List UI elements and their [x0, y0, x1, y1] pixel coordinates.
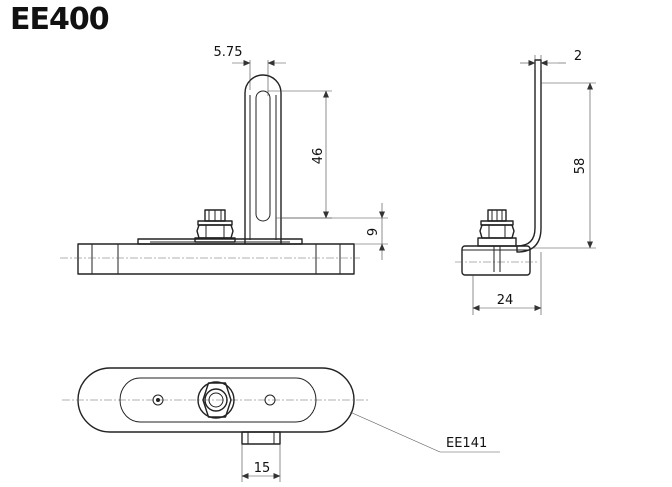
front-upright — [244, 74, 282, 244]
hole-right-icon — [264, 394, 276, 406]
dim-slot-offset: 5.75 — [214, 45, 243, 60]
top-plate — [119, 377, 317, 423]
front-base — [77, 243, 355, 275]
front-view: 5.75 46 9 — [60, 45, 388, 275]
side-nut-icon — [477, 209, 517, 272]
top-view: 15 EE141 — [62, 367, 500, 482]
front-nut-icon — [194, 209, 236, 243]
dim-base-height: 9 — [366, 228, 381, 236]
front-slot — [255, 90, 271, 222]
dim-bracket-height: 58 — [573, 158, 588, 175]
side-view: 2 58 24 — [455, 49, 596, 315]
dim-tab-width: 15 — [254, 461, 271, 476]
front-plate — [137, 238, 303, 245]
drawing-title: EE400 — [10, 2, 110, 37]
top-tab — [241, 431, 281, 445]
top-nut-icon — [197, 381, 235, 419]
callout-label: EE141 — [446, 436, 487, 451]
dim-plate-thickness: 2 — [574, 49, 582, 64]
dim-base-width: 24 — [497, 293, 514, 308]
side-bracket — [516, 59, 542, 253]
dim-slot-height: 46 — [311, 148, 326, 165]
hole-left-icon — [152, 394, 164, 406]
